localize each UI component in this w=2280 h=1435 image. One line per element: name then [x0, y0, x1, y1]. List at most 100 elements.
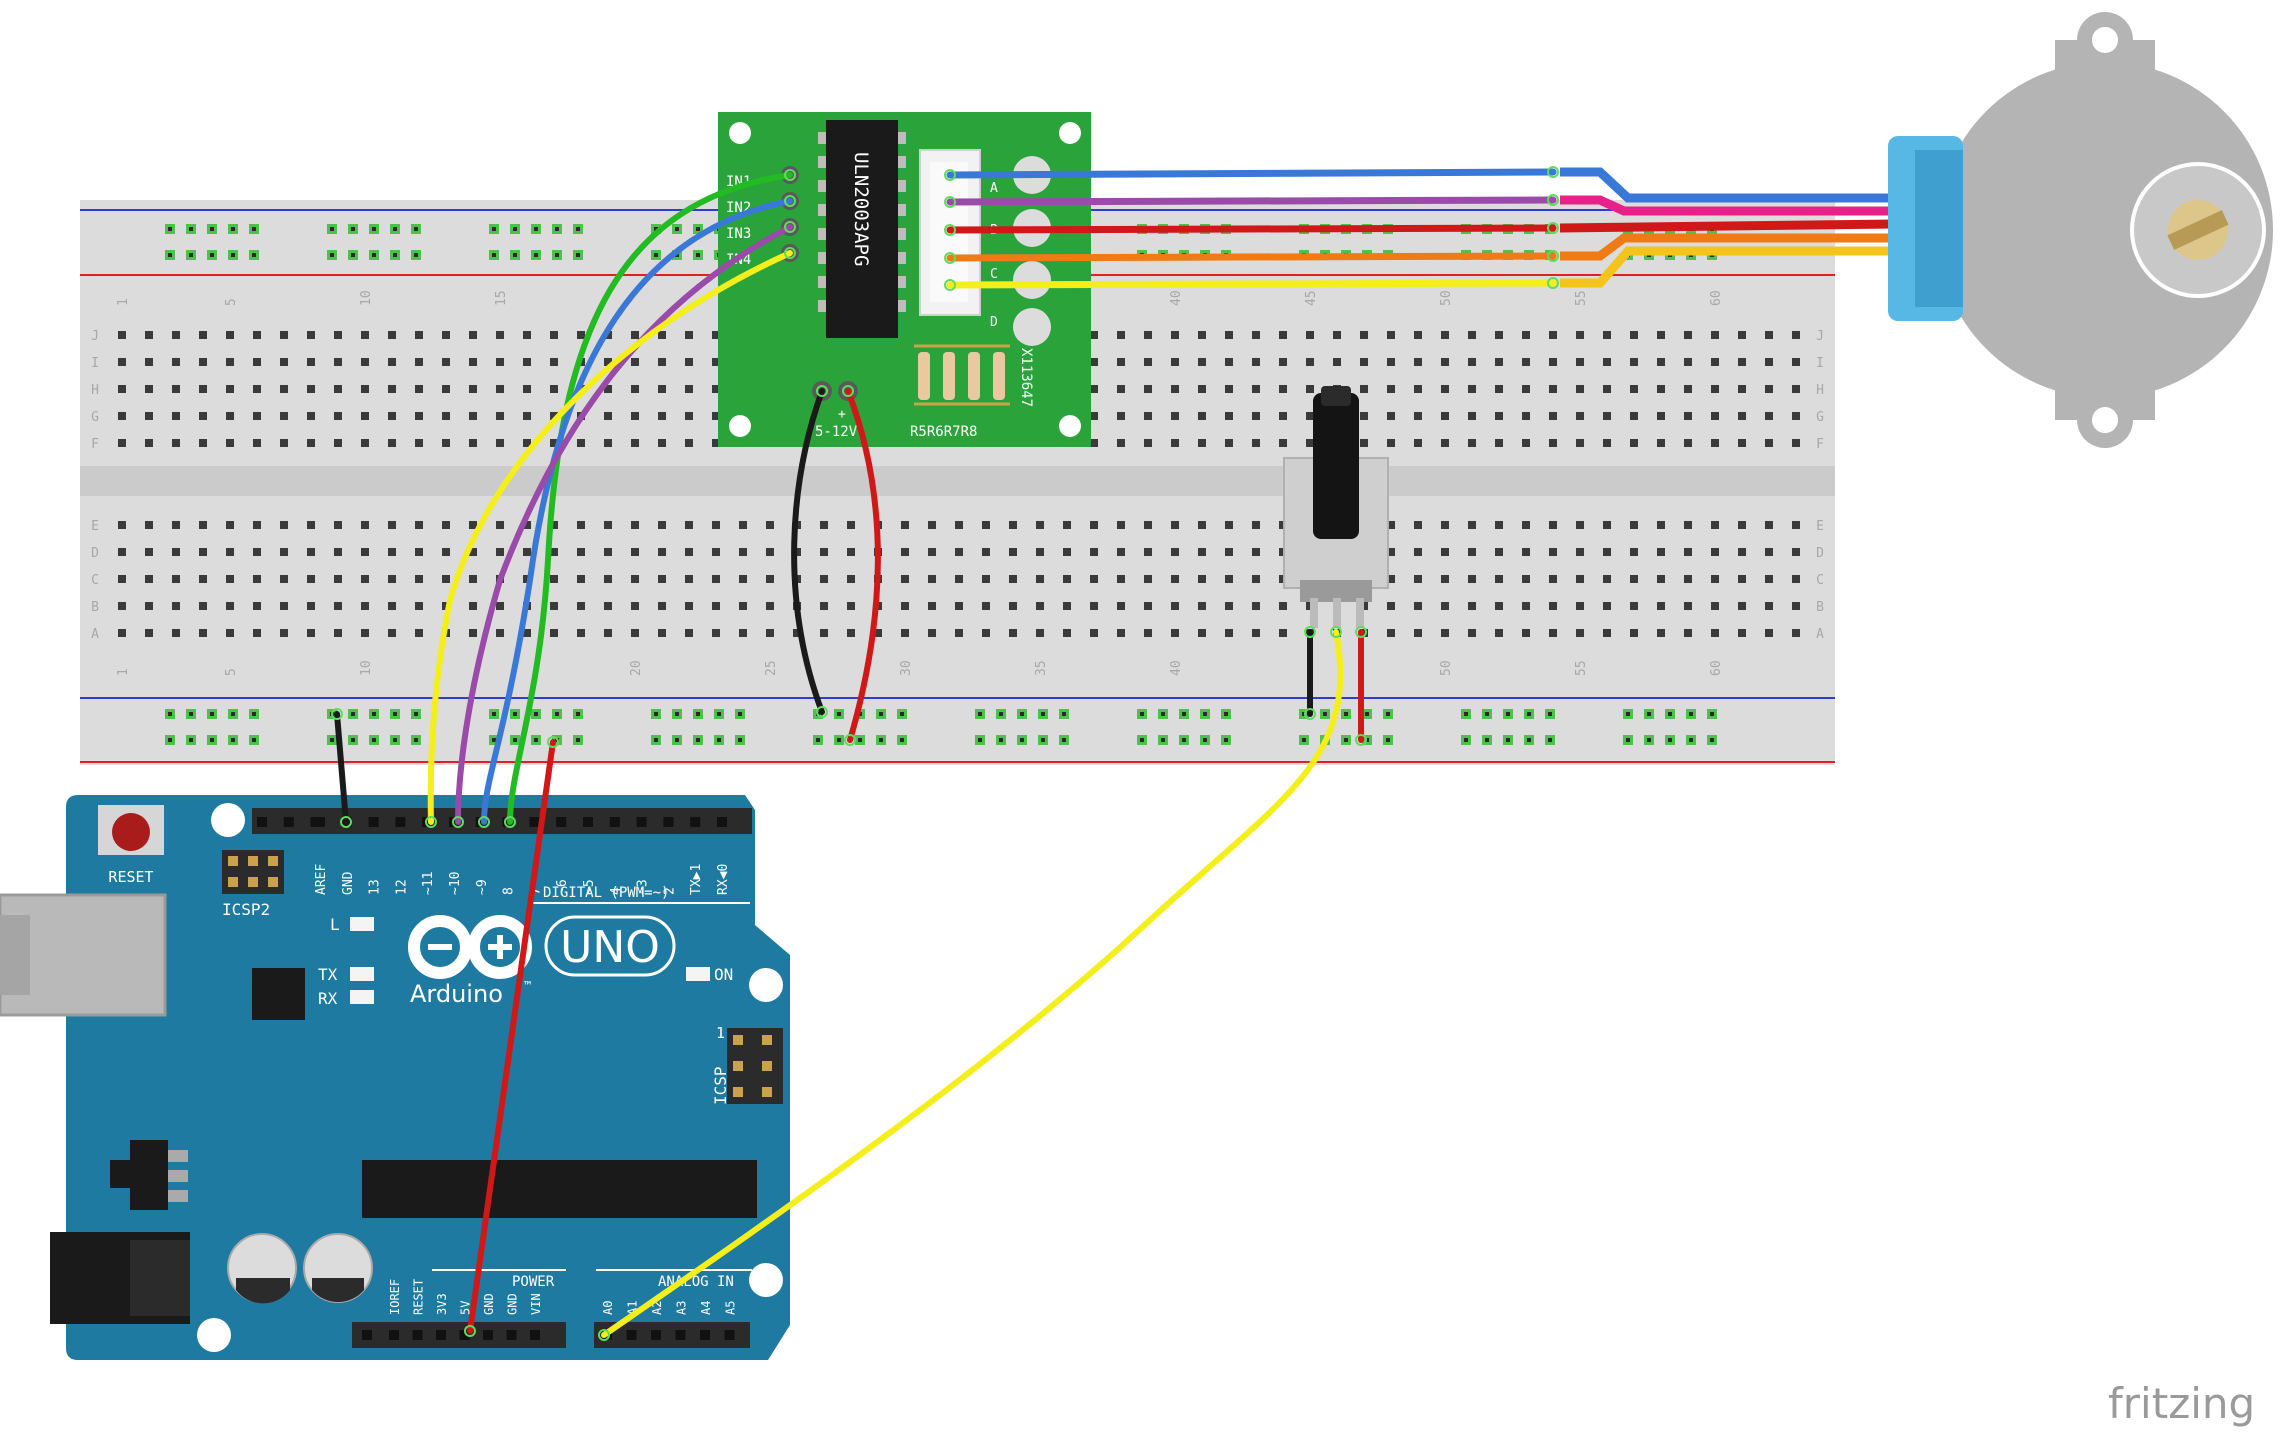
digital-pin[interactable] [663, 817, 674, 827]
potentiometer[interactable] [1283, 386, 1389, 628]
breadboard-hole [631, 412, 639, 420]
breadboard-hole [469, 412, 477, 420]
wire-endpoint [547, 736, 559, 748]
row-label: I [91, 356, 99, 371]
breadboard-hole [1792, 412, 1800, 420]
breadboard-hole [739, 629, 747, 637]
digital-pin[interactable] [583, 817, 593, 827]
breadboard-hole [1144, 575, 1152, 583]
breadboard-hole [631, 548, 639, 556]
power-pin[interactable] [459, 1330, 470, 1340]
digital-pin[interactable] [529, 817, 540, 827]
breadboard-hole [901, 548, 909, 556]
breadboard-hole [1603, 521, 1611, 529]
power-pin[interactable] [389, 1330, 399, 1340]
breadboard-hole [442, 521, 450, 529]
potentiometer-knob[interactable] [1313, 393, 1359, 539]
breadboard-hole [442, 331, 450, 339]
analog-pin-label: A3 [675, 1301, 689, 1315]
breadboard-hole [1225, 439, 1233, 447]
breadboard-hole [1630, 439, 1638, 447]
wire-endpoint [816, 706, 828, 718]
breadboard-hole [712, 358, 720, 366]
analog-pin[interactable] [724, 1330, 735, 1340]
breadboard-hole [874, 629, 882, 637]
breadboard-hole [307, 575, 315, 583]
digital-pin[interactable] [368, 817, 379, 827]
wire-endpoint [944, 279, 956, 291]
column-label: 55 [1574, 290, 1589, 306]
digital-pin-label: 13 [368, 879, 383, 895]
breadboard-hole [1171, 412, 1179, 420]
breadboard-hole [496, 602, 504, 610]
breadboard-hole [145, 385, 153, 393]
digital-pin-label: GND [341, 871, 356, 895]
breadboard-hole [1630, 412, 1638, 420]
breadboard-hole [1387, 521, 1395, 529]
breadboard-hole [496, 521, 504, 529]
breadboard-hole [1630, 358, 1638, 366]
breadboard-hole [1576, 602, 1584, 610]
breadboard-hole [685, 439, 693, 447]
breadboard-hole [1117, 358, 1125, 366]
power-pin[interactable] [483, 1330, 493, 1340]
breadboard-hole [226, 358, 234, 366]
breadboard-hole [1414, 548, 1422, 556]
breadboard-hole [901, 521, 909, 529]
breadboard-hole [1738, 521, 1746, 529]
wire-motor-pink [946, 196, 1557, 206]
power-pin[interactable] [506, 1330, 517, 1340]
digital-pin[interactable] [395, 817, 406, 827]
row-label: A [1816, 627, 1824, 642]
digital-pin[interactable] [636, 817, 647, 827]
breadboard-hole [685, 412, 693, 420]
analog-pin[interactable] [651, 1330, 661, 1340]
breadboard-hole [550, 439, 558, 447]
breadboard-hole [1738, 385, 1746, 393]
digital-pin[interactable] [717, 817, 727, 827]
column-label: 20 [629, 660, 644, 676]
breadboard-hole [550, 385, 558, 393]
digital-pin[interactable] [422, 817, 433, 827]
breadboard-hole [766, 629, 774, 637]
digital-pin[interactable] [690, 817, 701, 827]
breadboard-hole [1684, 602, 1692, 610]
row-label: F [1816, 437, 1824, 452]
power-pin[interactable] [530, 1330, 540, 1340]
breadboard-hole [1711, 439, 1719, 447]
row-label: J [91, 329, 99, 344]
wire-endpoint [340, 816, 352, 828]
analog-pin[interactable] [675, 1330, 686, 1340]
wire-in4-yellow [427, 250, 793, 825]
power-pin[interactable] [412, 1330, 423, 1340]
breadboard-hole [1009, 521, 1017, 529]
row-label: B [1816, 600, 1824, 615]
row-label: H [91, 383, 99, 398]
breadboard-hole [1387, 412, 1395, 420]
breadboard-hole [442, 412, 450, 420]
breadboard-hole [1738, 575, 1746, 583]
breadboard-hole [523, 575, 531, 583]
wire-motor-blue [946, 168, 1557, 179]
breadboard-hole [1225, 629, 1233, 637]
power-pin[interactable] [436, 1330, 446, 1340]
breadboard-hole [1306, 331, 1314, 339]
breadboard-hole [280, 358, 288, 366]
digital-pin[interactable] [475, 817, 486, 827]
breadboard-hole [1603, 358, 1611, 366]
digital-pin[interactable] [609, 817, 620, 827]
breadboard-hole [1468, 412, 1476, 420]
analog-pin[interactable] [626, 1330, 637, 1340]
breadboard-hole [172, 439, 180, 447]
breadboard-hole [604, 358, 612, 366]
analog-pin[interactable] [700, 1330, 710, 1340]
breadboard-hole [1252, 575, 1260, 583]
led-on [686, 967, 710, 981]
breadboard-hole [388, 412, 396, 420]
digital-pin[interactable] [556, 817, 567, 827]
breadboard-hole [253, 521, 261, 529]
wire-endpoints [331, 166, 1559, 1341]
icsp-header [727, 1028, 783, 1104]
breadboard-hole [1603, 575, 1611, 583]
